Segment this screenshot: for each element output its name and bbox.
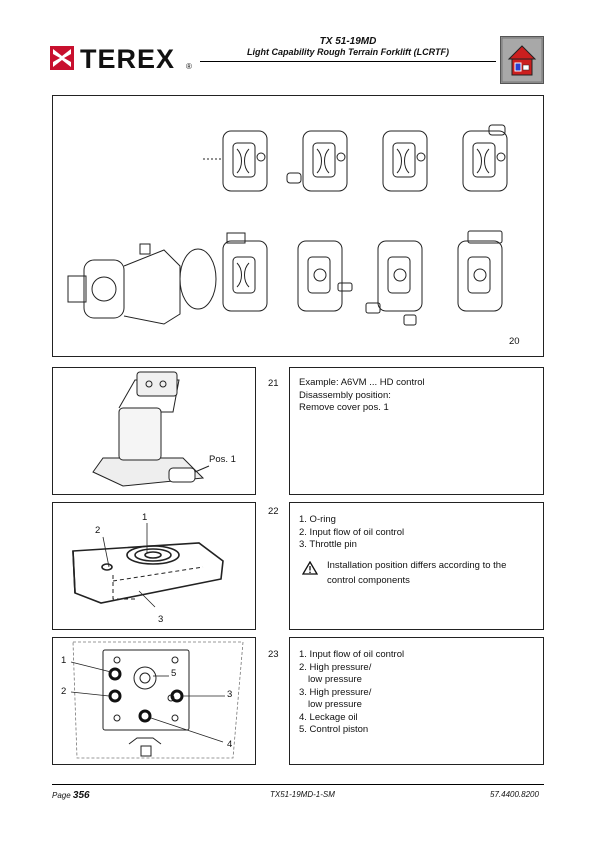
doc-id: TX51-19MD-1-SM [270,790,335,799]
callout-2: 2 [61,686,67,697]
terex-logo-mark [50,46,74,70]
page-number-value: 356 [72,790,90,801]
brand-logo: TEREX [80,44,176,74]
warning-line: Installation position differs according … [327,559,507,571]
part-number: 57.4400.8200 [490,790,539,799]
figure-20-frame: 20 [52,95,544,357]
control-cover-illustration [72,523,224,608]
warning-line: control components [327,574,410,586]
callout-3: 3 [227,689,233,700]
list-item: 5. Control piston [299,724,369,735]
header-rule [200,61,496,62]
footer-rule [52,784,544,785]
pump-control-illustration [92,371,210,487]
callout-1: 1 [142,512,148,523]
figure-number-22: 22 [268,506,279,517]
text-line: Example: A6VM ... HD control [299,377,425,388]
registered-mark: ® [186,62,192,71]
warning-triangle-icon [302,560,318,575]
figure-23-text: 1. Input flow of oil control 2. High pre… [289,637,544,765]
list-item: 3. Throttle pin [299,539,357,550]
figure-21-text: Example: A6VM ... HD control Disassembly… [289,367,544,495]
figure-22-image: 1 2 3 [52,502,256,630]
list-item: 2. High pressure/ [299,661,372,673]
page-label: Page [52,791,71,800]
list-item: 1. Input flow of oil control [299,649,405,660]
figure-23-image: 1 2 3 4 5 [52,637,256,765]
control-ports-illustration [70,641,244,759]
callout-1: 1 [61,655,67,666]
warning-note: Installation position differs according … [299,560,534,590]
figure-21-image: Pos. 1 [52,367,256,495]
figure-number-21: 21 [268,378,279,389]
callout-3: 3 [158,614,164,625]
page-number: Page 356 [52,790,90,801]
pump-disassembly-illustration [67,124,508,326]
list-item: 2. Input flow of oil control [299,526,405,538]
doc-subtitle: Light Capability Rough Terrain Forklift … [247,47,449,57]
callout-pos-1: Pos. 1 [209,454,236,465]
text-line: Remove cover pos. 1 [299,402,389,413]
home-icon [501,37,543,83]
doc-title: TX 51-19MD [319,36,377,47]
list-item-continued: low pressure [308,674,362,685]
text-line: Disassembly position: [299,389,391,401]
callout-2: 2 [95,525,101,536]
figure-number-23: 23 [268,649,279,660]
figure-22-text: 1. O-ring 2. Input flow of oil control 3… [289,502,544,630]
list-item: 4. Leckage oil [299,711,358,723]
list-item-continued: low pressure [308,699,362,710]
list-item: 1. O-ring [299,514,336,525]
callout-5: 5 [171,668,177,679]
list-item: 3. High pressure/ [299,686,372,698]
figure-number-20: 20 [509,336,520,347]
callout-4: 4 [227,739,233,750]
home-button[interactable] [500,36,544,84]
